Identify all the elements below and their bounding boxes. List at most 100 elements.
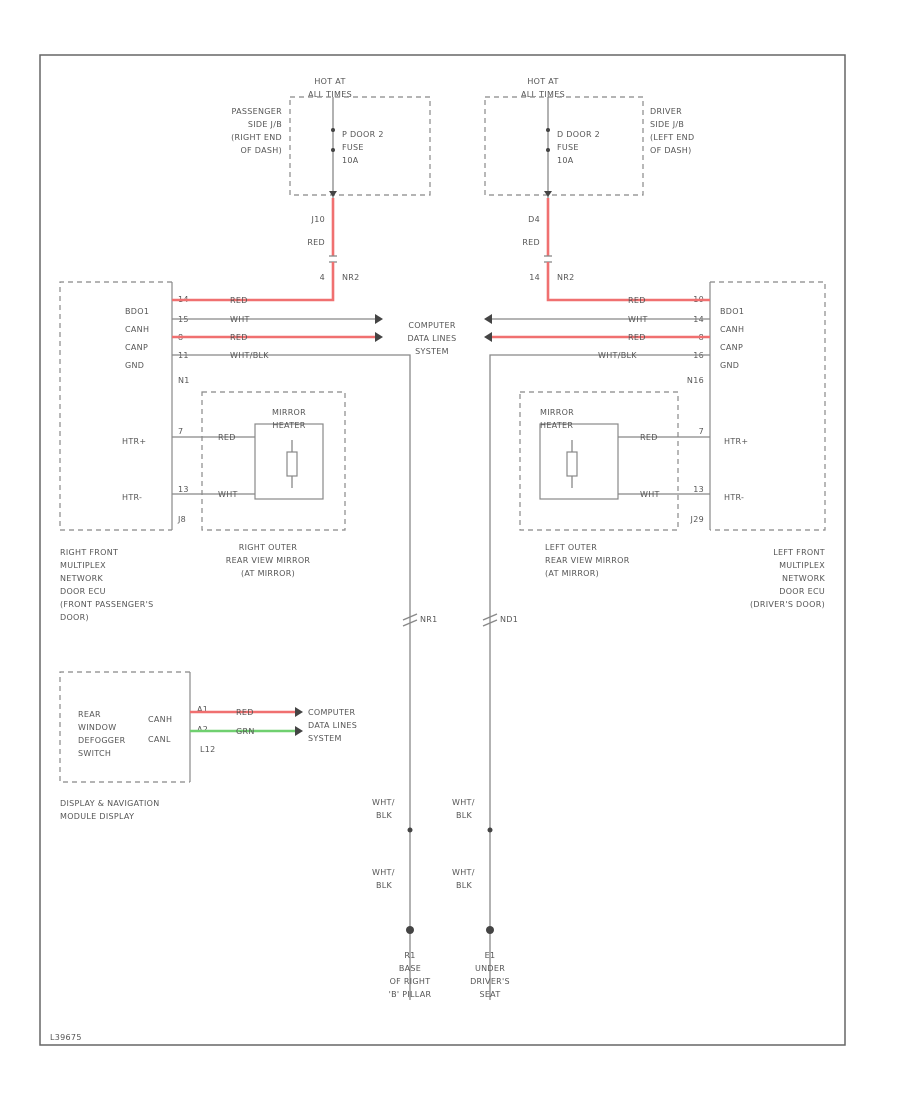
arrow-icon [484,314,492,324]
component-label: DOOR) [60,613,89,622]
switch-name: DEFOGGER [78,736,126,745]
wire-color: RED [628,333,646,342]
location-line: DRIVER [650,107,682,116]
fuse-name: FUSE [342,143,364,152]
wire-color: BLK [456,881,473,890]
connector-id: N16 [687,376,704,385]
location-line: OF DASH) [650,146,692,155]
connector-id: L12 [200,745,216,754]
connector-arrow [329,191,337,197]
ecu-outline [710,281,826,531]
connector-id: N1 [178,376,190,385]
pin-number: A2 [197,725,208,734]
location-line: (RIGHT END [231,133,282,142]
ground-label: 'B' PILLAR [389,990,432,999]
computer-data-lines-label: COMPUTER DATA LINES SYSTEM [407,321,456,356]
label-line: COMPUTER [408,321,456,330]
ground-id: R1 [404,951,415,960]
switch-outline [59,671,190,783]
pin-number: A1 [197,705,208,714]
arrow-icon [375,332,383,342]
wire-color: RED [218,433,236,442]
gnd-wire [172,354,411,1000]
pin-name: HTR- [122,493,142,502]
ground-label: SEAT [479,990,500,999]
pin-name: BDO1 [720,307,744,316]
fuse-terminal [546,128,550,132]
wire-color: WHT [230,315,250,324]
component-label: (AT MIRROR) [241,569,295,578]
component-label: LEFT FRONT [773,548,825,557]
wire-color: WHT/ [372,798,395,807]
target-label: SYSTEM [308,734,342,743]
wire-color: BLK [376,811,393,820]
fuse-terminal [331,128,335,132]
ground-e1: E1 UNDER DRIVER'S SEAT [470,926,510,999]
pin-name: CANH [125,325,149,334]
fuse-box-passenger: HOT AT ALL TIMES PASSENGER SIDE J/B (RIG… [231,77,431,282]
connector-arrow [544,191,552,197]
pin-name: GND [720,361,739,370]
fuse-name: D DOOR 2 [557,130,600,139]
location-line: (LEFT END [650,133,694,142]
fuse-rating: 10A [342,156,359,165]
component-label: (AT MIRROR) [545,569,599,578]
location-line: OF DASH) [240,146,282,155]
pin-name: HTR- [724,493,744,502]
arrow-icon [375,314,383,324]
component-label: DOOR ECU [779,587,825,596]
pin-label: NR2 [557,273,575,282]
wire-color: GRN [236,727,255,736]
wire-color: WHT/BLK [230,351,269,360]
pin-number: 13 [693,485,704,494]
arrow-icon [295,707,303,717]
all-times-label: ALL TIMES [521,90,565,99]
splice-mark [482,613,498,621]
pin-name: HTR+ [724,437,748,446]
pin-number: 13 [178,485,189,494]
connector-id: D4 [528,215,540,224]
wire-color: WHT/ [452,798,475,807]
mirror-outline [519,391,679,531]
all-times-label: ALL TIMES [308,90,352,99]
module-label: DISPLAY & NAVIGATION [60,799,159,808]
label-line: SYSTEM [415,347,449,356]
pin-name: CANL [148,735,171,744]
mirror-title: HEATER [272,421,305,430]
pin-name: BDO1 [125,307,149,316]
label-line: DATA LINES [407,334,456,343]
wire-color: RED [236,708,254,717]
right-outer-mirror: MIRROR HEATER RED WHT RIGHT OUTER REAR V… [172,391,346,578]
wire-color: RED [230,333,248,342]
pin-name: CANP [720,343,743,352]
hot-at-label: HOT AT [527,77,558,86]
pin-number: 4 [320,273,325,282]
mirror-title: MIRROR [272,408,306,417]
mirror-title: MIRROR [540,408,574,417]
fuse-terminal [331,148,335,152]
component-label: REAR VIEW MIRROR [545,556,630,565]
splice-mark [402,613,418,621]
wire-color: WHT/ [452,868,475,877]
wire-color: WHT [218,490,238,499]
component-label: DOOR ECU [60,587,106,596]
location-line: PASSENGER [232,107,283,116]
mirror-outline [201,391,346,531]
ground-icon [406,926,414,934]
arrow-icon [484,332,492,342]
ground-label: UNDER [475,964,505,973]
pin-name: HTR+ [122,437,146,446]
hot-at-label: HOT AT [314,77,345,86]
gnd-wire [489,354,710,1000]
ground-label: DRIVER'S [470,977,510,986]
wire-color: RED [307,238,325,247]
component-label: MULTIPLEX [60,561,106,570]
heater-element-icon [286,451,298,477]
wire-color: RED [640,433,658,442]
wire-color: WHT [640,490,660,499]
right-door-ecu: BDO1 CANH CANP GND 10 14 8 16 RED WHT RE… [484,262,826,1000]
fuse-terminal [546,148,550,152]
splice-mark [482,619,498,627]
wire-color: RED [522,238,540,247]
bdo1-wire [172,262,335,302]
